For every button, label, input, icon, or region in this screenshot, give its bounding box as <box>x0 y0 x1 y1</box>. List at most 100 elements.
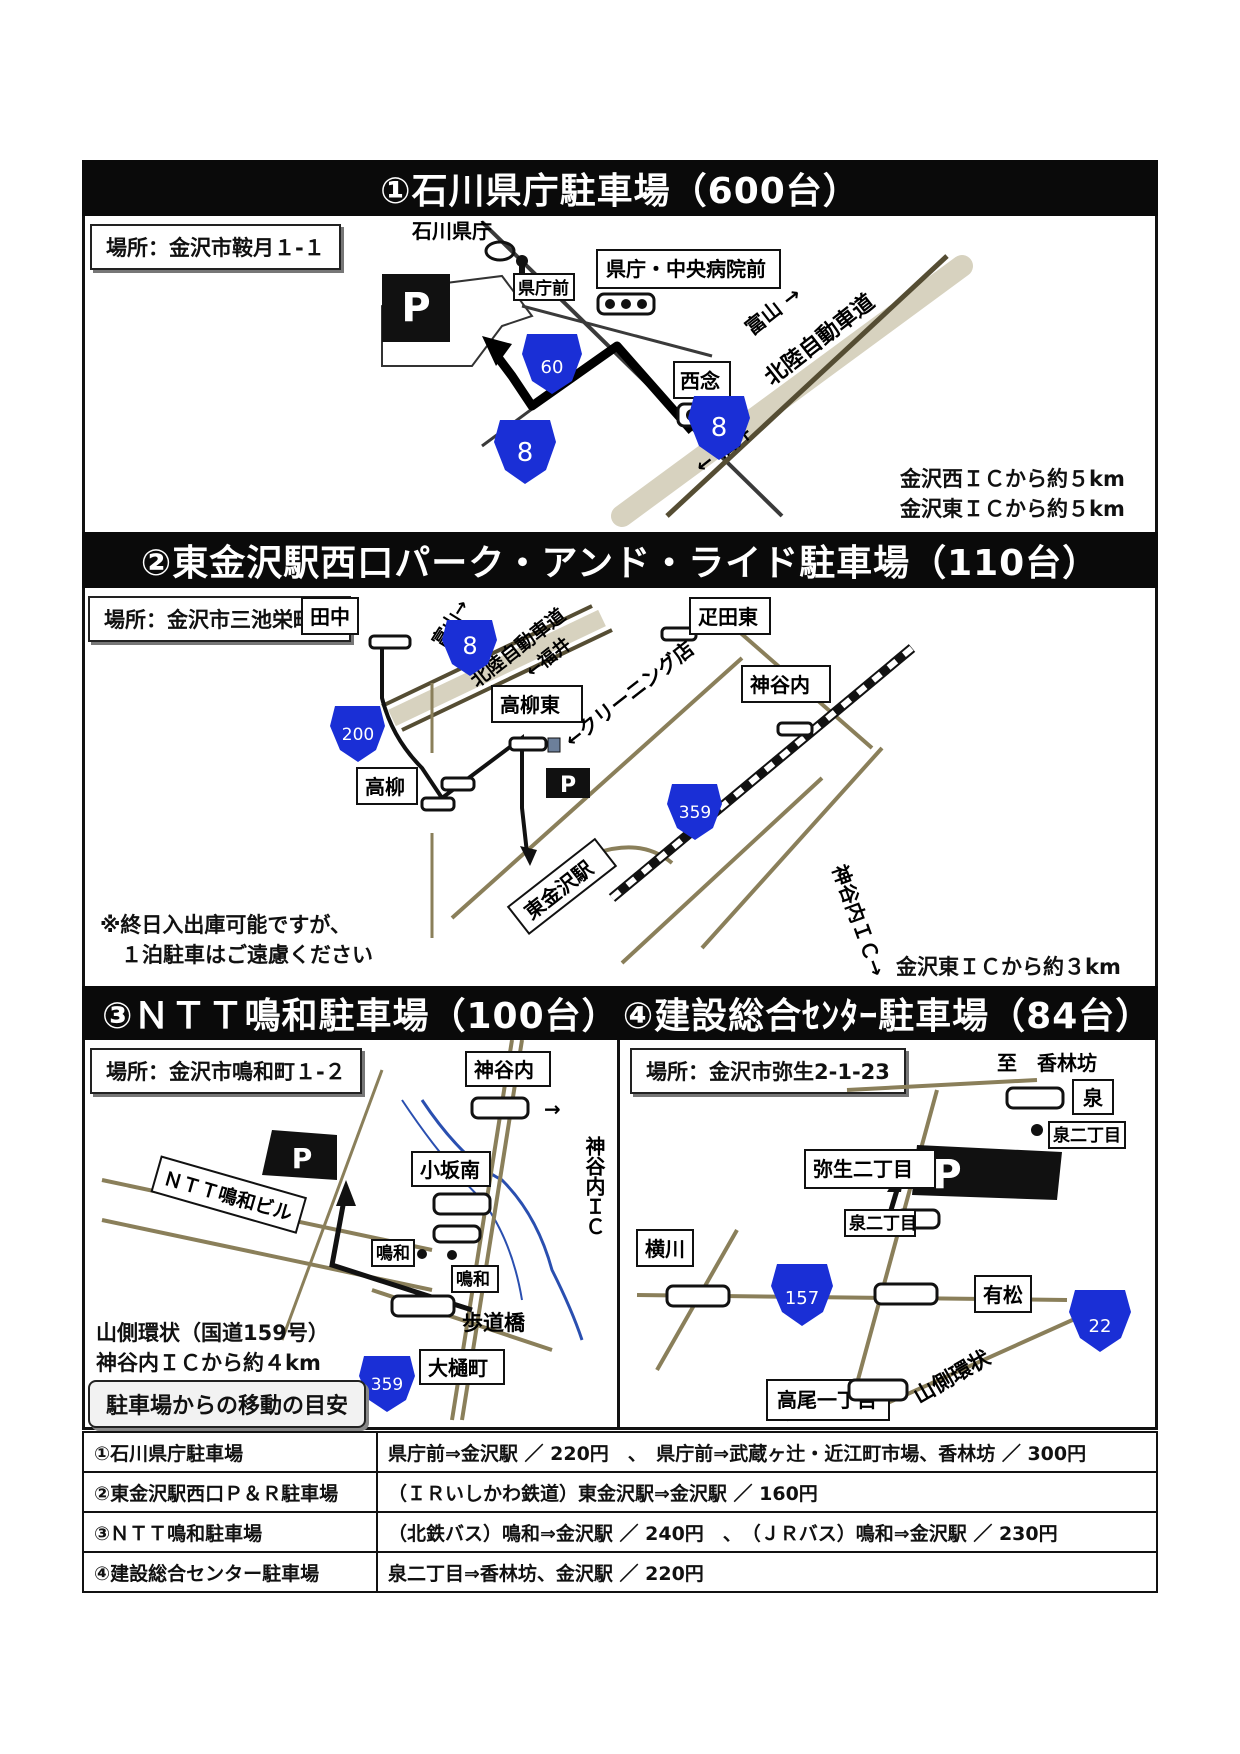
signal-tanaka: 田中 <box>310 605 350 629</box>
road <box>846 1078 1038 1092</box>
signal-label-box <box>673 361 731 399</box>
transit-guide-label: 駐車場からの移動の目安 <box>88 1380 367 1428</box>
route-8-shield: 8 <box>494 420 556 484</box>
ic-note-distance: 神谷内ＩＣから約４km <box>96 1351 321 1375</box>
bus-stop-icon <box>417 1249 427 1259</box>
section-1-title: ①石川県庁駐車場（600台） <box>82 160 1158 216</box>
fare-route: （ＩＲいしかわ鉄道）東金沢駅⇒金沢駅 ／ 160円 <box>376 1471 1158 1513</box>
river <box>420 1099 584 1341</box>
svg-text:8: 8 <box>517 438 534 468</box>
signal-hikita-higashi: 疋田東 <box>698 605 758 629</box>
section-3-ic-notes: 山側環状（国道159号） 神谷内ＩＣから約４km <box>96 1318 329 1378</box>
notice-line-2: １泊駐車はご遠慮ください <box>100 943 373 967</box>
railway-ties <box>610 645 914 901</box>
traffic-signal-icon <box>368 634 412 650</box>
bus-stop-box <box>513 273 575 301</box>
ic-note-road: 山側環状（国道159号） <box>96 1321 329 1345</box>
traffic-signal-icon <box>596 292 656 316</box>
traffic-signal-icon <box>665 1284 731 1308</box>
route-22-shield: 22 <box>1069 1290 1131 1352</box>
signal-otoimachi: 大樋町 <box>428 1356 488 1380</box>
label-box <box>844 1209 916 1237</box>
bus-stop-naruwa-2: 鳴和 <box>456 1269 490 1290</box>
expressway-edge <box>401 628 613 732</box>
kanayauchi-ic-direction: 神谷内ＩＣ→ <box>827 862 889 980</box>
bus-stop-kenchomae: 県庁前 <box>518 278 569 299</box>
parking-sign <box>912 1145 1062 1200</box>
traffic-signal-icon <box>873 1282 939 1306</box>
bus-stop-icon <box>1031 1124 1043 1136</box>
label-box <box>465 1051 551 1087</box>
expressway <box>611 255 973 527</box>
signal-takayanagi-higashi: 高柳東 <box>500 693 560 717</box>
fare-route: 泉二丁目⇒香林坊、金沢駅 ／ 220円 <box>376 1551 1158 1593</box>
signal-kanayauchi: 神谷内 <box>750 673 810 697</box>
fare-route: （北鉄バス）鳴和⇒金沢駅 ／ 240円 、 （ＪＲバス）鳴和⇒金沢駅 ／ 230… <box>376 1511 1158 1553</box>
traffic-signal-icon <box>1005 1086 1065 1110</box>
toyama-direction: 富山 → <box>740 282 805 340</box>
parking-sign <box>546 768 590 798</box>
section-1-map: P 石川県庁 県庁前 県庁・中央病院前 西念 富山 → 北陸自動車道 ← 福井 … <box>381 219 973 527</box>
road <box>450 656 744 920</box>
fare-lot: ③ＮＴＴ鳴和駐車場 <box>82 1511 378 1553</box>
signal-takayanagi: 高柳 <box>365 775 405 799</box>
ic-note-west: 金沢西ＩＣから約５km <box>900 467 1125 491</box>
table-row: ③ＮＴＴ鳴和駐車場 （北鉄バス）鳴和⇒金沢駅 ／ 240円 、 （ＪＲバス）鳴和… <box>82 1511 1158 1553</box>
section-2-ic-note: 金沢東ＩＣから約３km <box>896 955 1121 979</box>
section-4-location: 場所：金沢市弥生2-1-23 <box>630 1048 906 1094</box>
route-359-shield: 359 <box>359 1356 415 1412</box>
yamagawa-ring-road: 山側環状 <box>910 1345 996 1408</box>
section-4-title: ④建設総合ｾﾝﾀｰ駐車場（84台） <box>617 986 1158 1040</box>
label-box <box>419 1349 505 1385</box>
signal-saine: 西念 <box>680 369 720 393</box>
svg-text:359: 359 <box>679 803 711 823</box>
section-2-title: ②東金沢駅西口パーク・アンド・ライド駐車場（110台） <box>82 532 1158 588</box>
office-label: 石川県庁 <box>411 219 492 243</box>
traffic-signal-icon <box>432 1224 482 1244</box>
label-box <box>689 597 771 635</box>
road <box>620 776 824 965</box>
signal-label-box <box>596 249 781 289</box>
parking-sign <box>262 1130 337 1180</box>
traffic-signal-icon <box>420 796 456 812</box>
route-359-shield: 359 <box>667 784 722 840</box>
notice-line-1: ※終日入出庫可能ですが、 <box>100 913 351 937</box>
label-box <box>974 1275 1032 1313</box>
ic-note-east: 金沢東ＩＣから約５km <box>900 497 1125 521</box>
label-box <box>371 1239 415 1267</box>
route-arrow <box>520 846 537 866</box>
route-8-shield: 8 <box>442 620 497 676</box>
parking-sign <box>382 274 450 342</box>
label-box <box>301 597 359 635</box>
label-box <box>1048 1121 1126 1149</box>
korinbo-direction: 至 香林坊 <box>997 1051 1097 1075</box>
route-60-shield: 60 <box>522 334 582 394</box>
table-row: ①石川県庁駐車場 県庁前⇒金沢駅 ／ 220円 、 県庁前⇒武蔵ヶ辻・近江町市場… <box>82 1431 1158 1473</box>
road <box>521 304 713 358</box>
table-row: ②東金沢駅西口Ｐ＆Ｒ駐車場 （ＩＲいしかわ鉄道）東金沢駅⇒金沢駅 ／ 160円 <box>82 1471 1158 1513</box>
route-arrow <box>336 1180 356 1206</box>
expressway-edge <box>665 254 949 518</box>
section-1-ic-notes: 金沢西ＩＣから約５km 金沢東ＩＣから約５km <box>900 464 1125 524</box>
svg-text:359: 359 <box>371 1375 403 1395</box>
bus-stop-icon <box>447 1250 457 1260</box>
svg-text:8: 8 <box>711 413 728 443</box>
traffic-signal-icon <box>470 1096 530 1120</box>
kanayauchi-ic-arrow: → <box>544 1097 561 1121</box>
label-box <box>804 1149 936 1189</box>
traffic-signal-icon <box>508 736 548 752</box>
table-row: ④建設総合センター駐車場 泉二丁目⇒香林坊、金沢駅 ／ 220円 <box>82 1551 1158 1593</box>
section-2-notice: ※終日入出庫可能ですが、 １泊駐車はご遠慮ください <box>100 910 373 970</box>
bus-stop-pole <box>519 261 525 277</box>
label-box <box>741 665 831 703</box>
signal-arimatsu: 有松 <box>983 1283 1023 1307</box>
svg-text:22: 22 <box>1089 1316 1112 1337</box>
svg-text:60: 60 <box>541 357 564 378</box>
signal-izumi: 泉 <box>1082 1086 1104 1110</box>
parking-letter: P <box>560 773 576 798</box>
fare-route: 県庁前⇒金沢駅 ／ 220円 、 県庁前⇒武蔵ヶ辻・近江町市場、香林坊 ／ 30… <box>376 1431 1158 1473</box>
section-3-title: ③ＮＴＴ鳴和駐車場（100台） <box>82 986 620 1040</box>
label-box <box>356 767 418 805</box>
svg-text:200: 200 <box>342 725 374 745</box>
section-3-location: 場所：金沢市鳴和町１-２ <box>90 1048 362 1094</box>
